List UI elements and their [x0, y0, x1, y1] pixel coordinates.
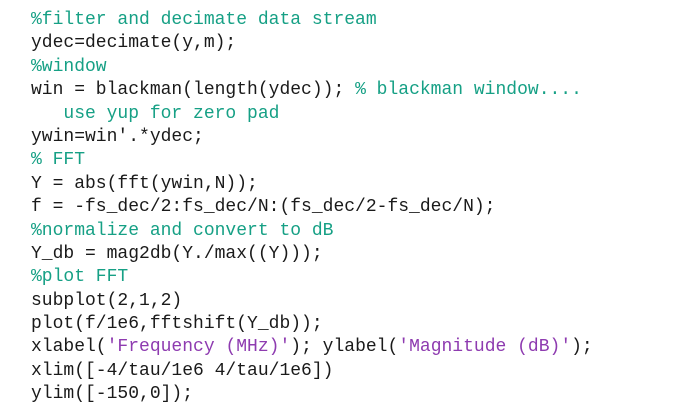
- code-line: f = -fs_dec/2:fs_dec/N:(fs_dec/2-fs_dec/…: [31, 196, 674, 219]
- code-segment-code: plot(f/1e6,fftshift(Y_db));: [31, 314, 323, 335]
- code-line: xlabel('Frequency (MHz)'); ylabel('Magni…: [31, 336, 674, 359]
- code-line: %normalize and convert to dB: [31, 220, 674, 243]
- code-line: use yup for zero pad: [31, 103, 674, 126]
- code-line: ylim([-150,0]);: [31, 383, 674, 406]
- code-segment-code: xlabel(: [31, 337, 107, 358]
- code-segment-string: 'Magnitude (dB)': [398, 337, 572, 358]
- code-segment-code: );: [571, 337, 593, 358]
- code-segment-code: ywin=win'.*ydec;: [31, 126, 204, 147]
- code-segment-comment: % blackman window....: [355, 80, 582, 101]
- code-line: Y = abs(fft(ywin,N));: [31, 173, 674, 196]
- code-line: win = blackman(length(ydec)); % blackman…: [31, 79, 674, 102]
- code-segment-code: ylim([-150,0]);: [31, 384, 194, 405]
- code-segment-comment: % FFT: [31, 150, 86, 171]
- code-segment-comment: %plot FFT: [31, 267, 129, 288]
- code-segment-code: ydec=decimate(y,m);: [31, 33, 237, 54]
- code-line: %window: [31, 56, 674, 79]
- code-segment-code: f = -fs_dec/2:fs_dec/N:(fs_dec/2-fs_dec/…: [31, 197, 496, 218]
- code-segment-code: Y_db = mag2db(Y./max((Y)));: [31, 243, 323, 264]
- code-segment-comment: use yup for zero pad: [31, 103, 280, 124]
- code-line: %filter and decimate data stream: [31, 9, 674, 32]
- code-line: Y_db = mag2db(Y./max((Y)));: [31, 243, 674, 266]
- code-line: %plot FFT: [31, 266, 674, 289]
- code-segment-code: Y = abs(fft(ywin,N));: [31, 173, 258, 194]
- code-line: plot(f/1e6,fftshift(Y_db));: [31, 313, 674, 336]
- code-segment-comment: %window: [31, 56, 107, 77]
- code-line: xlim([-4/tau/1e6 4/tau/1e6]): [31, 360, 674, 383]
- code-segment-string: 'Frequency (MHz)': [106, 337, 291, 358]
- code-segment-comment: %filter and decimate data stream: [31, 10, 377, 30]
- code-line: % FFT: [31, 149, 674, 172]
- code-line: ywin=win'.*ydec;: [31, 126, 674, 149]
- code-segment-code: ); ylabel(: [290, 337, 399, 358]
- code-segment-comment: %normalize and convert to dB: [31, 220, 334, 241]
- code-segment-code: win = blackman(length(ydec));: [31, 80, 356, 101]
- code-segment-code: xlim([-4/tau/1e6 4/tau/1e6]): [31, 360, 334, 381]
- code-line: ydec=decimate(y,m);: [31, 32, 674, 55]
- code-segment-code: subplot(2,1,2): [31, 290, 183, 311]
- code-line: subplot(2,1,2): [31, 290, 674, 313]
